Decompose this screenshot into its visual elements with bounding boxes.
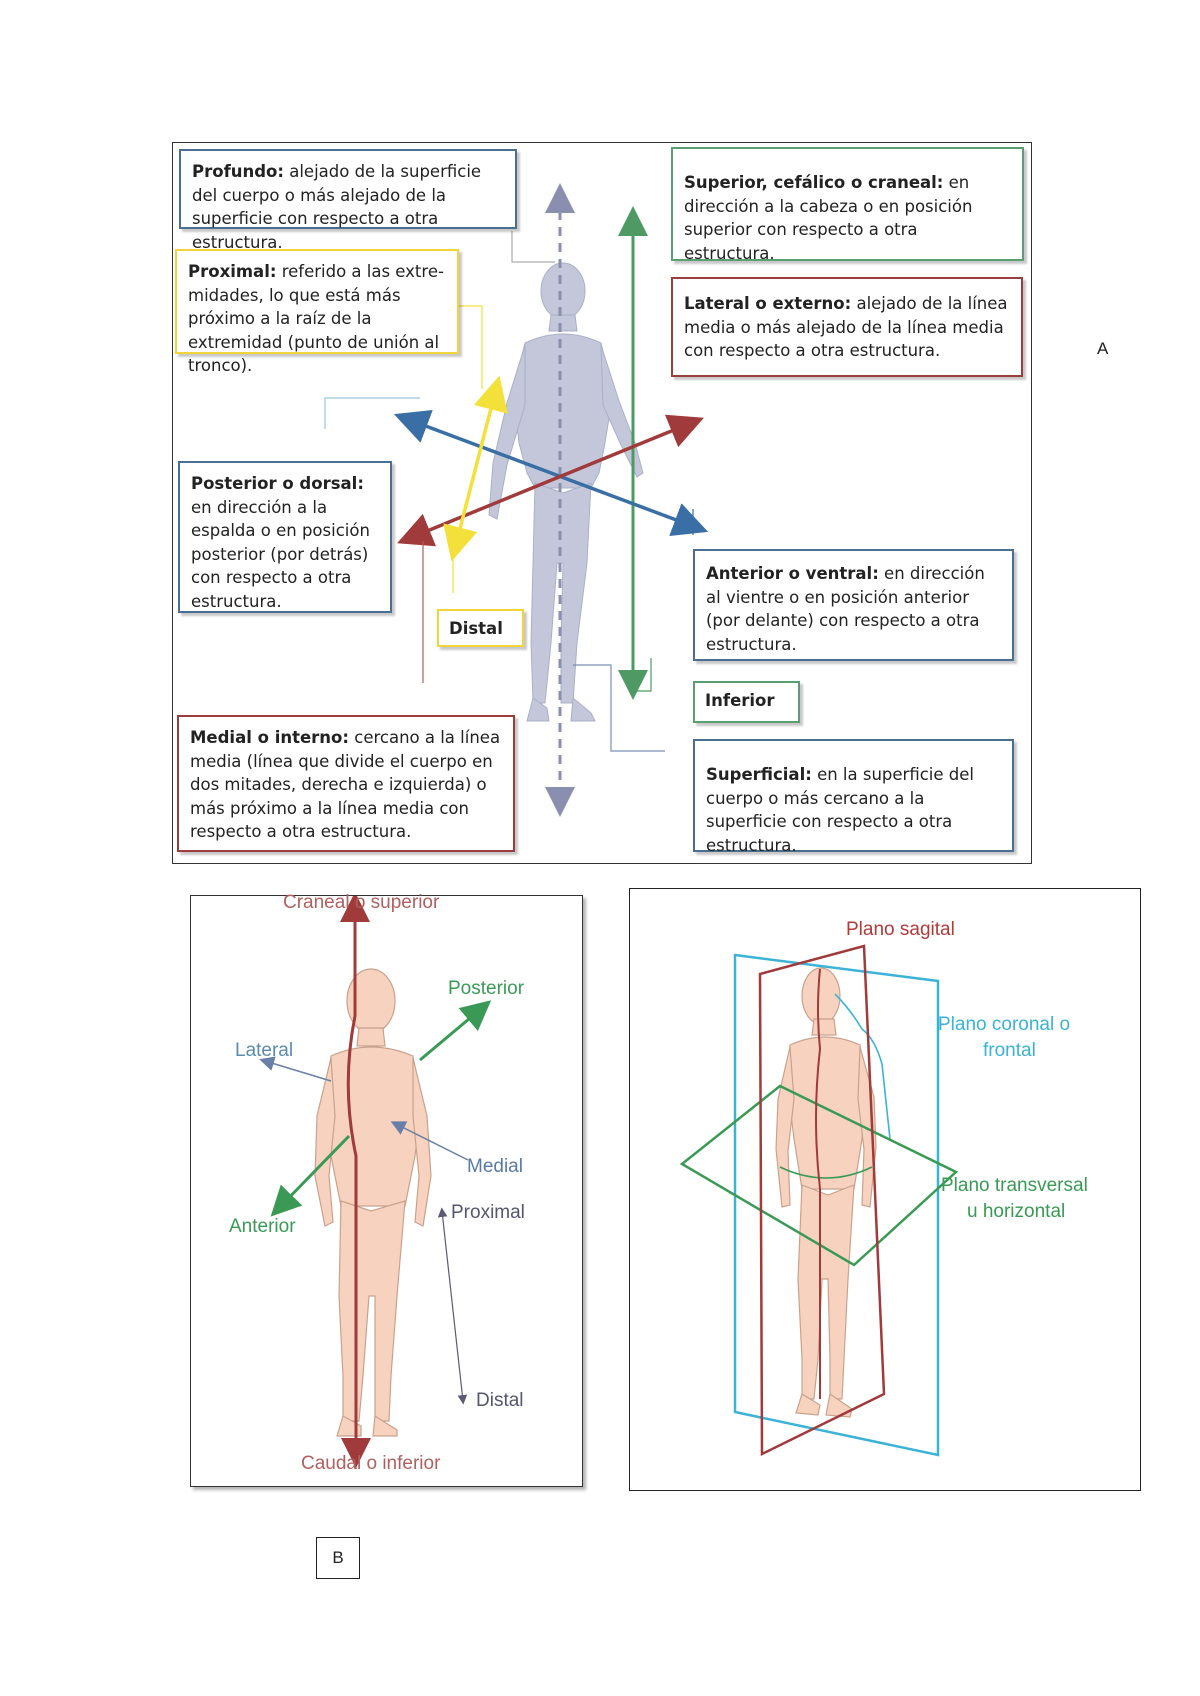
label-caudal-inferior: Caudal o inferior	[301, 1453, 440, 1475]
human-figure-a	[489, 263, 643, 721]
label-lateral: Lateral	[235, 1040, 293, 1062]
label-distal: Distal	[437, 609, 524, 647]
panel-letter-a: A	[1097, 339, 1108, 359]
label-anterior-ventral: Anterior o ventral: en dirección al vien…	[693, 549, 1014, 661]
label-medial-interno: Medial o interno: cercano a la línea med…	[177, 715, 515, 852]
label-proximal: Proximal: referido a las extre­midades, …	[175, 249, 459, 354]
label-lateral-externo: Lateral o externo: alejado de la línea m…	[671, 277, 1023, 377]
label-plano-coronal-frontal: frontal	[983, 1040, 1036, 1062]
label-plano-transversal: Plano transversal	[941, 1175, 1088, 1197]
label-posterior: Posterior	[448, 978, 524, 1000]
label-medial: Medial	[467, 1156, 523, 1178]
label-distal-b: Distal	[476, 1390, 524, 1412]
label-craneal-superior: Craneal o superior	[283, 892, 439, 914]
panel-a-directional-terms: Profundo: alejado de la superficie del c…	[172, 142, 1032, 864]
label-plano-transversal-horizontal: u horizontal	[967, 1201, 1065, 1223]
label-inferior: Inferior	[693, 681, 800, 723]
label-plano-sagital: Plano sagital	[846, 919, 955, 941]
label-posterior-dorsal: Posterior o dorsal: en dirección a la es…	[178, 461, 392, 613]
label-superficial: Superficial: en la superficie del cuerpo…	[693, 739, 1014, 852]
label-anterior: Anterior	[229, 1216, 296, 1238]
label-proximal-b: Proximal	[451, 1202, 525, 1224]
label-plano-coronal: Plano coronal o	[938, 1014, 1070, 1036]
human-figure-b	[315, 969, 431, 1436]
panel-c-anatomical-planes: Plano sagital Plano coronal o frontal Pl…	[629, 888, 1141, 1491]
panel-letter-b: B	[316, 1537, 360, 1579]
panel-b-directions: Craneal o superior Posterior Lateral Med…	[190, 895, 583, 1487]
human-figure-c	[776, 968, 876, 1417]
label-profundo: Profundo: alejado de la superficie del c…	[179, 149, 517, 229]
label-superior-cefalico: Superior, cefálico o craneal: en direcci…	[671, 147, 1024, 261]
